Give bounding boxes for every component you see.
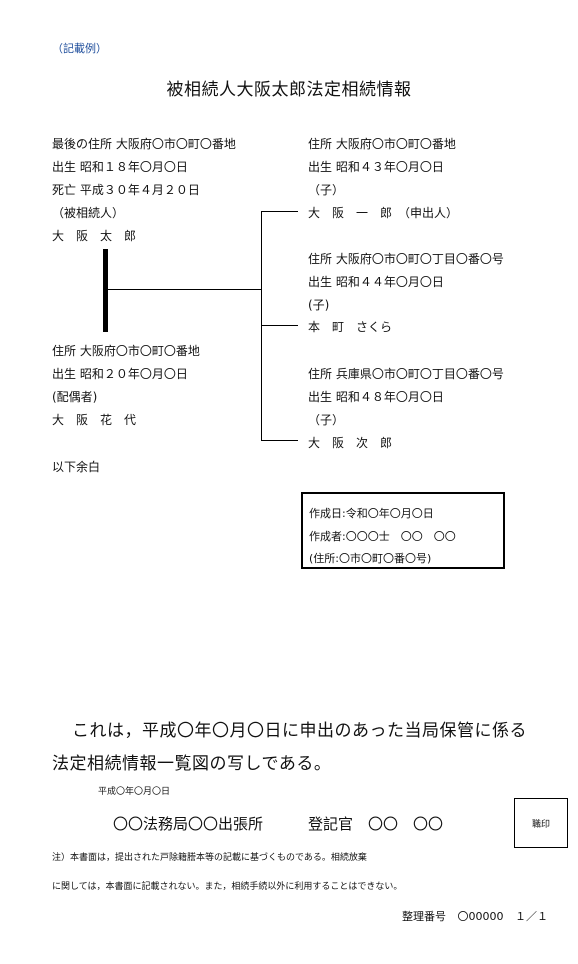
certification-date: 平成〇年〇月〇日 <box>98 787 171 797</box>
creation-info-box: 作成日:令和〇年〇月〇日 作成者:〇〇〇士 〇〇 〇〇 (住所:〇市〇町〇番〇号… <box>301 492 505 569</box>
page-indicator: １／１ <box>515 910 548 923</box>
child-2-address: 住所 大阪府〇市〇町〇丁目〇番〇号 <box>308 252 504 266</box>
certification-line-2: 法定相続情報一覧図の写しである。 <box>52 754 332 774</box>
creation-date: 作成日:令和〇年〇月〇日 <box>309 507 434 520</box>
child-connector-3 <box>261 440 298 441</box>
child-1-name: 大 阪 一 郎 （申出人） <box>308 206 459 220</box>
child-3-address: 住所 兵庫県〇市〇町〇丁目〇番〇号 <box>308 367 504 381</box>
spouse-name: 大 阪 花 代 <box>52 413 137 427</box>
sample-label: （記載例） <box>52 42 107 55</box>
child-2-role: (子) <box>308 298 330 312</box>
child-2-birth: 出生 昭和４４年〇月〇日 <box>308 275 444 289</box>
decedent-name: 大 阪 太 郎 <box>52 229 137 243</box>
decedent-address: 最後の住所 大阪府〇市〇町〇番地 <box>52 137 236 151</box>
reference-number: 整理番号 〇00000 １／１ <box>402 908 548 924</box>
spouse-address: 住所 大阪府〇市〇町〇番地 <box>52 344 200 358</box>
child-1-birth: 出生 昭和４３年〇月〇日 <box>308 160 444 174</box>
spouse-role: (配偶者) <box>52 390 98 404</box>
official-seal-box: 職印 <box>514 798 568 848</box>
decedent-role: （被相続人） <box>52 206 125 220</box>
child-connector-2 <box>261 325 298 326</box>
spouse-birth: 出生 昭和２０年〇月〇日 <box>52 367 188 381</box>
child-3-name: 大 阪 次 郎 <box>308 436 393 450</box>
issuing-office: 〇〇法務局〇〇出張所 登記官 〇〇 〇〇 <box>113 815 444 833</box>
children-bracket-line <box>261 211 262 441</box>
child-2-name: 本 町 さくら <box>308 320 393 334</box>
decedent-birth: 出生 昭和１８年〇月〇日 <box>52 160 188 174</box>
reference-value: 〇00000 <box>457 910 504 923</box>
note-line-1: 注）本書面は，提出された戸除籍謄本等の記載に基づくものである。相続放棄 <box>52 853 367 863</box>
creation-author: 作成者:〇〇〇士 〇〇 〇〇 <box>309 530 456 543</box>
child-3-role: （子） <box>308 413 345 427</box>
certification-line-1: これは，平成〇年〇月〇日に申出のあった当局保管に係る <box>72 721 527 741</box>
child-3-birth: 出生 昭和４８年〇月〇日 <box>308 390 444 404</box>
official-seal-label: 職印 <box>531 819 550 830</box>
note-line-2: に関しては，本書面に記載されない。また，相続手続以外に利用することはできない。 <box>52 882 403 892</box>
child-connector-1 <box>261 211 298 212</box>
document-title: 被相続人大阪太郎法定相続情報 <box>166 80 412 100</box>
descent-line <box>108 289 262 290</box>
remainder-blank-label: 以下余白 <box>52 460 101 474</box>
child-1-role: （子） <box>308 183 345 197</box>
reference-label: 整理番号 <box>402 910 446 923</box>
decedent-death: 死亡 平成３０年４月２０日 <box>52 183 200 197</box>
creation-address: (住所:〇市〇町〇番〇号) <box>309 552 432 565</box>
child-1-address: 住所 大阪府〇市〇町〇番地 <box>308 137 456 151</box>
marriage-line <box>103 249 108 332</box>
